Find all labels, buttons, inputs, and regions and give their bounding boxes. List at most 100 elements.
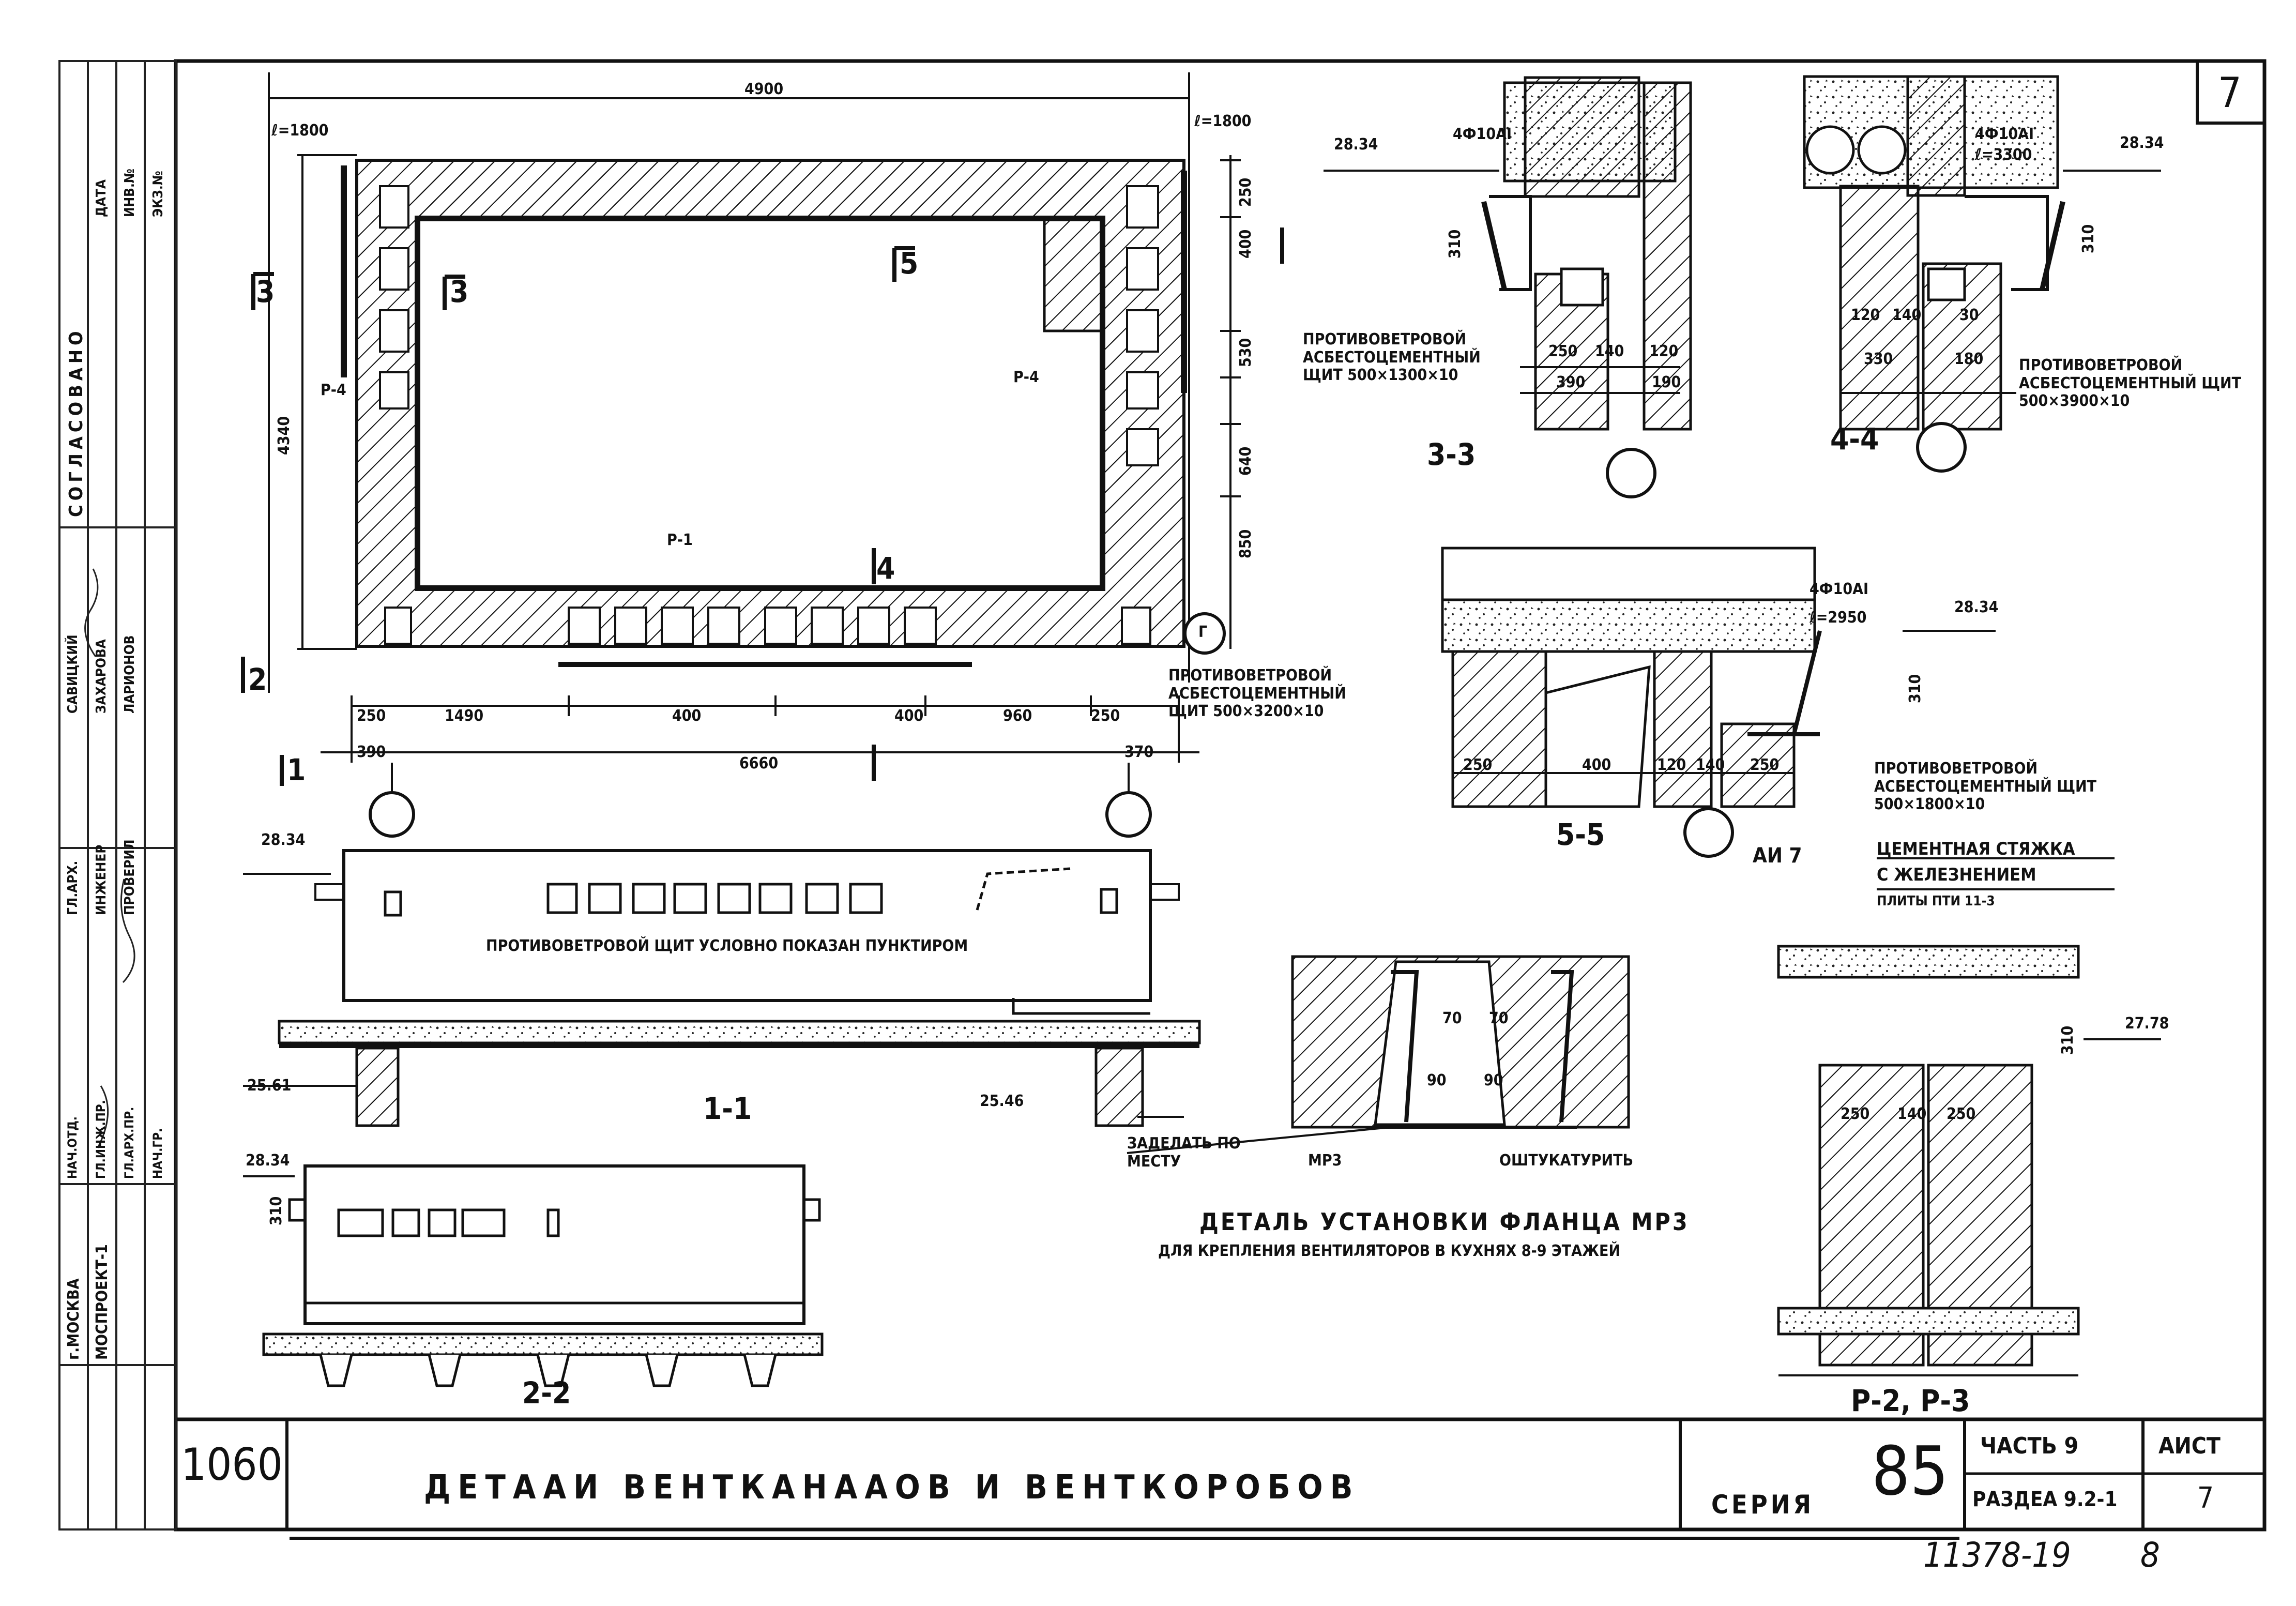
section-5-5-dim: 250 <box>1463 756 1493 774</box>
section-p2-p3-dim: 250 <box>1947 1105 1976 1123</box>
revision-name: ЛАРИОНОВ <box>122 635 138 714</box>
revision-role: ПРОВЕРИЛ <box>122 839 138 915</box>
flange-dim: 90 <box>1427 1071 1447 1089</box>
unit-label: Р-4 <box>321 381 346 399</box>
section-4-4-dim: 30 <box>1959 306 1979 324</box>
section-p2-p3-dim: 140 <box>1897 1105 1927 1123</box>
section-2-2-level: 28.34 <box>246 1152 290 1170</box>
archive-sheet: 8 <box>2140 1535 2160 1575</box>
section-4-4-level: 28.34 <box>2120 134 2164 152</box>
flange-right-note: ОШТУКАТУРИТЬ <box>1499 1152 1634 1170</box>
copy-label: ЭКЗ.№ <box>150 171 166 217</box>
sheet-title: ДЕТААИ ВЕНТКАНААОВ И ВЕНТКОРОБОВ <box>424 1468 1360 1507</box>
left-code: 1060 <box>181 1439 283 1491</box>
section-4-4-rebar: 4Ф10АI <box>1975 125 2034 143</box>
revision-name: ЗАХАРОВА <box>94 639 109 714</box>
section-3-3-dim: 250 <box>1548 342 1578 360</box>
plan-shield-note: ПРОТИВОВЕТРОВОЙ АСБЕСТОЦЕМЕНТНЫЙ ЩИТ 500… <box>1168 666 1346 720</box>
section-4-4-dim: 140 <box>1892 306 1922 324</box>
section-4-4-caption: 4-4 <box>1830 421 1879 457</box>
section-3-3-dim: 390 <box>1556 373 1586 391</box>
flange-left-note: ЗАДЕЛАТЬ ПО МЕСТУ <box>1127 1134 1241 1171</box>
section-5-5-level: 28.34 <box>1954 598 1999 616</box>
flange-dim: 70 <box>1489 1009 1509 1027</box>
section-5-5-dim: 120 <box>1657 756 1686 774</box>
vent-plan <box>241 72 1284 838</box>
cut-mark: 3 <box>450 274 469 309</box>
section-4-4 <box>1803 75 2161 473</box>
section-5-5-length: ℓ=2950 <box>1810 609 1867 627</box>
section-1-1-level-right: 25.46 <box>980 1092 1024 1110</box>
section-5-5-rebar: 4Ф10АI <box>1810 580 1869 598</box>
plan-l-left: ℓ=1800 <box>271 122 329 140</box>
section-4-4-height: 310 <box>2079 224 2097 253</box>
section-p2-p3-dim: 250 <box>1841 1105 1870 1123</box>
section-3-3-dim: 140 <box>1595 342 1624 360</box>
section-p2-p3 <box>1777 857 2161 1376</box>
section-1-1-caption: 1-1 <box>703 1091 752 1126</box>
section-2-2-height: 310 <box>267 1196 285 1225</box>
section-4-4-dim: 120 <box>1851 306 1880 324</box>
section-5-5 <box>1441 547 1996 858</box>
part-label: ЧАСТЬ 9 <box>1980 1433 2079 1459</box>
sheet-number: 7 <box>2197 1481 2214 1515</box>
section-1-1 <box>243 849 1201 1127</box>
plan-bottom-dim: 400 <box>672 707 702 725</box>
section-5-5-caption: 5-5 <box>1556 817 1605 852</box>
series-label: СЕРИЯ <box>1711 1490 1814 1520</box>
org-label: г.МОСКВА <box>65 1278 83 1360</box>
section-5-5-dim: 140 <box>1696 756 1725 774</box>
institute-label: МОСПРОЕКТ-1 <box>93 1244 111 1360</box>
revision-role: НАЧ.ГР. <box>150 1128 165 1179</box>
section-4-4-dim: 330 <box>1864 350 1893 368</box>
screed-note-2: С ЖЕЛЕЗНЕНИЕМ <box>1877 865 2036 885</box>
archive-number: 11378-19 <box>1923 1535 2071 1575</box>
plan-circle-label: Г <box>1198 623 1208 641</box>
plan-bottom-dim: 400 <box>894 707 924 725</box>
section-p2-p3-level: 27.78 <box>2125 1014 2169 1033</box>
revision-role: ГЛ.АРХ.ПР. <box>122 1107 136 1179</box>
revision-name: САВИЦКИЙ <box>65 634 81 714</box>
section-5-5-height: 310 <box>1906 674 1924 703</box>
plan-overall-height: 4340 <box>275 416 293 455</box>
plan-left-sub: 390 <box>357 743 386 761</box>
plan-bottom-dim: 1490 <box>445 707 484 725</box>
revision-role: ГЛ.ИНЖ.ПР. <box>94 1100 108 1179</box>
cut-mark: 5 <box>900 246 919 281</box>
flange-caption: ДЕТАЛЬ УСТАНОВКИ ФЛАНЦА МР3 <box>1199 1208 1690 1236</box>
revision-block <box>58 60 177 1531</box>
plan-bottom-dim: 250 <box>1091 707 1120 725</box>
section-p2-p3-height: 310 <box>2059 1025 2077 1055</box>
agreed-label: СОГЛАСОВАНО <box>66 327 87 517</box>
cut-mark: 3 <box>256 274 275 309</box>
corner-number: 7 <box>2218 69 2242 117</box>
unit-label: Р-4 <box>1013 368 1039 386</box>
series-number: 85 <box>1872 1432 1949 1510</box>
plan-right-dim: 530 <box>1237 338 1255 367</box>
cut-mark: 1 <box>287 752 306 787</box>
section-1-1-level-left: 25.61 <box>247 1077 292 1095</box>
section-4-4-length: ℓ=3300 <box>1975 146 2032 164</box>
plan-bottom-dim: 960 <box>1003 707 1032 725</box>
plan-right-sub: 370 <box>1124 743 1154 761</box>
flange-detail <box>1127 955 1630 1154</box>
section-1-1-level-top: 28.34 <box>261 831 306 849</box>
section-5-5-dim: 250 <box>1750 756 1780 774</box>
section-4-4-note: ПРОТИВОВЕТРОВОЙ АСБЕСТОЦЕМЕНТНЫЙ ЩИТ 500… <box>2019 356 2241 410</box>
flange-dim: 90 <box>1484 1071 1503 1089</box>
section-2-2-caption: 2-2 <box>522 1375 571 1411</box>
section-3-3-dim: 190 <box>1652 373 1681 391</box>
plan-right-dim: 400 <box>1237 229 1255 259</box>
section-5-5-note: ПРОТИВОВЕТРОВОЙ АСБЕСТОЦЕМЕНТНЫЙ ЩИТ 500… <box>1874 760 2096 813</box>
section-2-2 <box>243 1164 824 1387</box>
section-3-3-height: 310 <box>1446 229 1464 259</box>
plan-total-length: 6660 <box>739 754 779 772</box>
plan-right-dim: 850 <box>1237 529 1255 558</box>
flange-subcaption: ДЛЯ КРЕПЛЕНИЯ ВЕНТИЛЯТОРОВ В КУХНЯХ 8-9 … <box>1158 1242 1621 1260</box>
date-label: ДАТА <box>94 179 109 217</box>
revision-role: НАЧ.ОТД. <box>65 1116 80 1179</box>
section-5-5-ref: АИ 7 <box>1753 844 1802 868</box>
plan-overall-width: 4900 <box>744 80 784 98</box>
revision-role: ГЛ.АРХ. <box>65 860 81 915</box>
